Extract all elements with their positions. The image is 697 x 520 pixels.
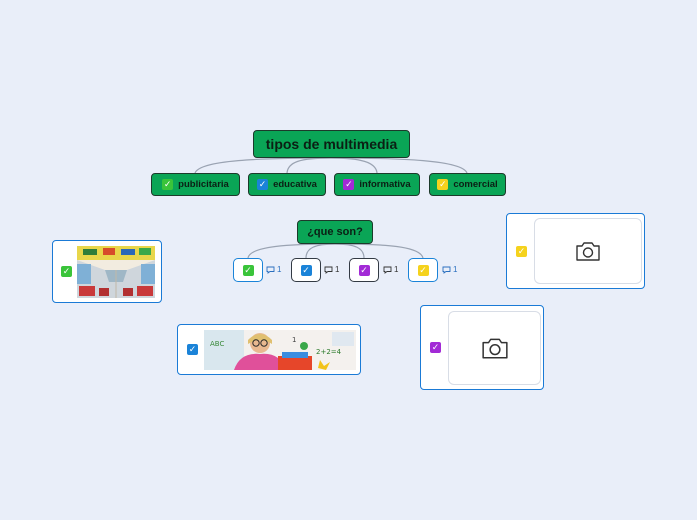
- subtopic-informativa[interactable]: ✓ informativa: [334, 173, 420, 196]
- comment-indicator-2[interactable]: 1: [324, 265, 339, 274]
- camera-icon: [481, 338, 508, 358]
- child-with-books-photo: ABC 1 2+2=4: [204, 329, 356, 370]
- image-card-placeholder-1[interactable]: ✓: [506, 213, 645, 289]
- link-que-leaf3: [334, 243, 365, 259]
- comment-count: 1: [277, 265, 282, 274]
- comment-bubble-icon: [442, 266, 451, 274]
- leaf-node-2[interactable]: ✓: [291, 258, 321, 282]
- subtopic-educativa[interactable]: ✓ educativa: [248, 173, 326, 196]
- comment-indicator-4[interactable]: 1: [442, 265, 457, 274]
- leaf-node-1[interactable]: ✓: [233, 258, 263, 282]
- comment-bubble-icon: [266, 266, 275, 274]
- checkmark-icon[interactable]: ✓: [300, 264, 312, 276]
- question-topic-label: ¿que son?: [307, 226, 363, 238]
- comment-bubble-icon: [324, 266, 333, 274]
- checkmark-icon[interactable]: ✓: [187, 344, 198, 355]
- image-card-child[interactable]: ✓ ABC 1 2+2=4: [177, 324, 361, 375]
- leaf-node-4[interactable]: ✓: [408, 258, 438, 282]
- subtopic-label: publicitaria: [178, 179, 229, 190]
- svg-text:1: 1: [292, 336, 296, 344]
- subtopic-label: comercial: [453, 179, 498, 190]
- subtopic-label: educativa: [273, 179, 317, 190]
- checkmark-icon[interactable]: ✓: [516, 245, 527, 257]
- comment-count: 1: [394, 265, 399, 274]
- main-topic-label: tipos de multimedia: [265, 136, 398, 152]
- link-que-leaf2: [305, 243, 336, 259]
- link-main-comercial: [330, 157, 468, 174]
- image-placeholder[interactable]: [448, 310, 541, 385]
- leaf-node-3[interactable]: ✓: [349, 258, 379, 282]
- link-main-informativa: [330, 157, 378, 174]
- checkmark-icon[interactable]: ✓: [257, 179, 269, 190]
- link-que-leaf1: [247, 243, 336, 259]
- link-main-publicitaria: [194, 157, 332, 174]
- image-card-placeholder-2[interactable]: ✓: [420, 305, 544, 390]
- subtopic-publicitaria[interactable]: ✓ publicitaria: [151, 173, 240, 196]
- comment-count: 1: [335, 265, 340, 274]
- checkmark-icon[interactable]: ✓: [162, 179, 174, 190]
- comment-indicator-1[interactable]: 1: [266, 265, 281, 274]
- question-topic[interactable]: ¿que son?: [297, 220, 373, 244]
- checkmark-icon[interactable]: ✓: [417, 264, 429, 276]
- image-placeholder[interactable]: [534, 218, 642, 284]
- link-que-leaf4: [334, 243, 424, 259]
- subtopic-label: informativa: [359, 179, 411, 190]
- svg-text:ABC: ABC: [210, 340, 224, 348]
- svg-text:2+2=4: 2+2=4: [316, 348, 342, 356]
- comment-bubble-icon: [383, 266, 392, 274]
- comment-count: 1: [453, 265, 458, 274]
- link-main-educativa: [286, 157, 332, 174]
- image-card-bus[interactable]: ✓: [52, 240, 162, 303]
- checkmark-icon[interactable]: ✓: [242, 264, 254, 276]
- comment-indicator-3[interactable]: 1: [383, 265, 398, 274]
- checkmark-icon[interactable]: ✓: [61, 266, 72, 277]
- checkmark-icon[interactable]: ✓: [430, 342, 441, 353]
- subtopic-comercial[interactable]: ✓ comercial: [429, 173, 506, 196]
- checkmark-icon[interactable]: ✓: [358, 264, 370, 276]
- camera-icon: [576, 242, 600, 261]
- checkmark-icon[interactable]: ✓: [343, 179, 355, 190]
- main-topic[interactable]: tipos de multimedia: [253, 130, 410, 158]
- bus-interior-photo: [77, 245, 155, 298]
- checkmark-icon[interactable]: ✓: [437, 179, 449, 190]
